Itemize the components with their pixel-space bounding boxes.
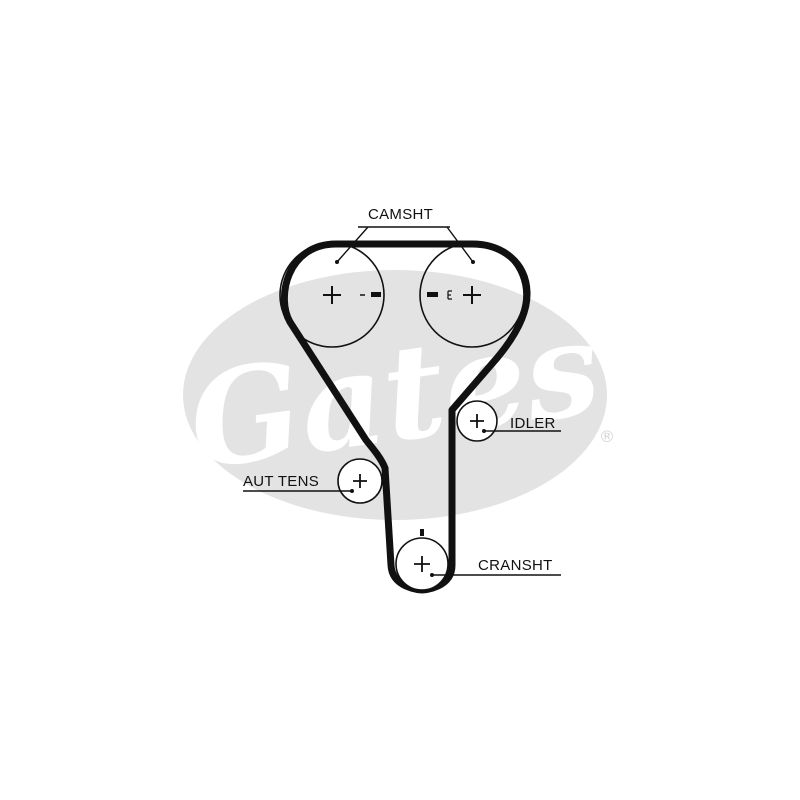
timing-mark-block	[427, 292, 438, 297]
timing-mark-block	[420, 529, 424, 536]
camshaft-pulley-left-circle	[279, 242, 385, 348]
registered-mark: ®	[599, 427, 615, 446]
gates-logo-watermark: Gates ®	[180, 270, 615, 520]
pulley-center-cross	[470, 414, 484, 428]
pulley-center-cross	[414, 556, 430, 572]
timing-mark-block	[371, 292, 381, 297]
logo-ellipse	[183, 270, 607, 520]
camshaft-pulley-right-circle	[419, 242, 525, 348]
tensioner-pulley	[243, 458, 383, 504]
label-idler: IDLER	[510, 415, 556, 432]
label-camshaft: CAMSHT	[368, 206, 433, 223]
label-tensioner: AUT TENS	[243, 473, 319, 490]
idler-pulley	[456, 400, 561, 442]
camshaft-leader-lines	[335, 226, 475, 264]
leader-dot	[471, 260, 475, 264]
crankshaft-pulley	[395, 529, 561, 591]
leader-dot	[335, 260, 339, 264]
camshaft-pulley-left	[279, 242, 385, 348]
label-crankshaft: CRANSHT	[478, 557, 553, 574]
pulley-center-cross	[323, 286, 341, 304]
camshaft-pulley-right	[419, 242, 525, 348]
leader-right	[446, 226, 474, 263]
leader-left	[336, 226, 369, 263]
timing-mark-e	[447, 290, 452, 300]
pulley-center-cross	[463, 286, 481, 304]
pulley-center-cross	[353, 474, 367, 488]
